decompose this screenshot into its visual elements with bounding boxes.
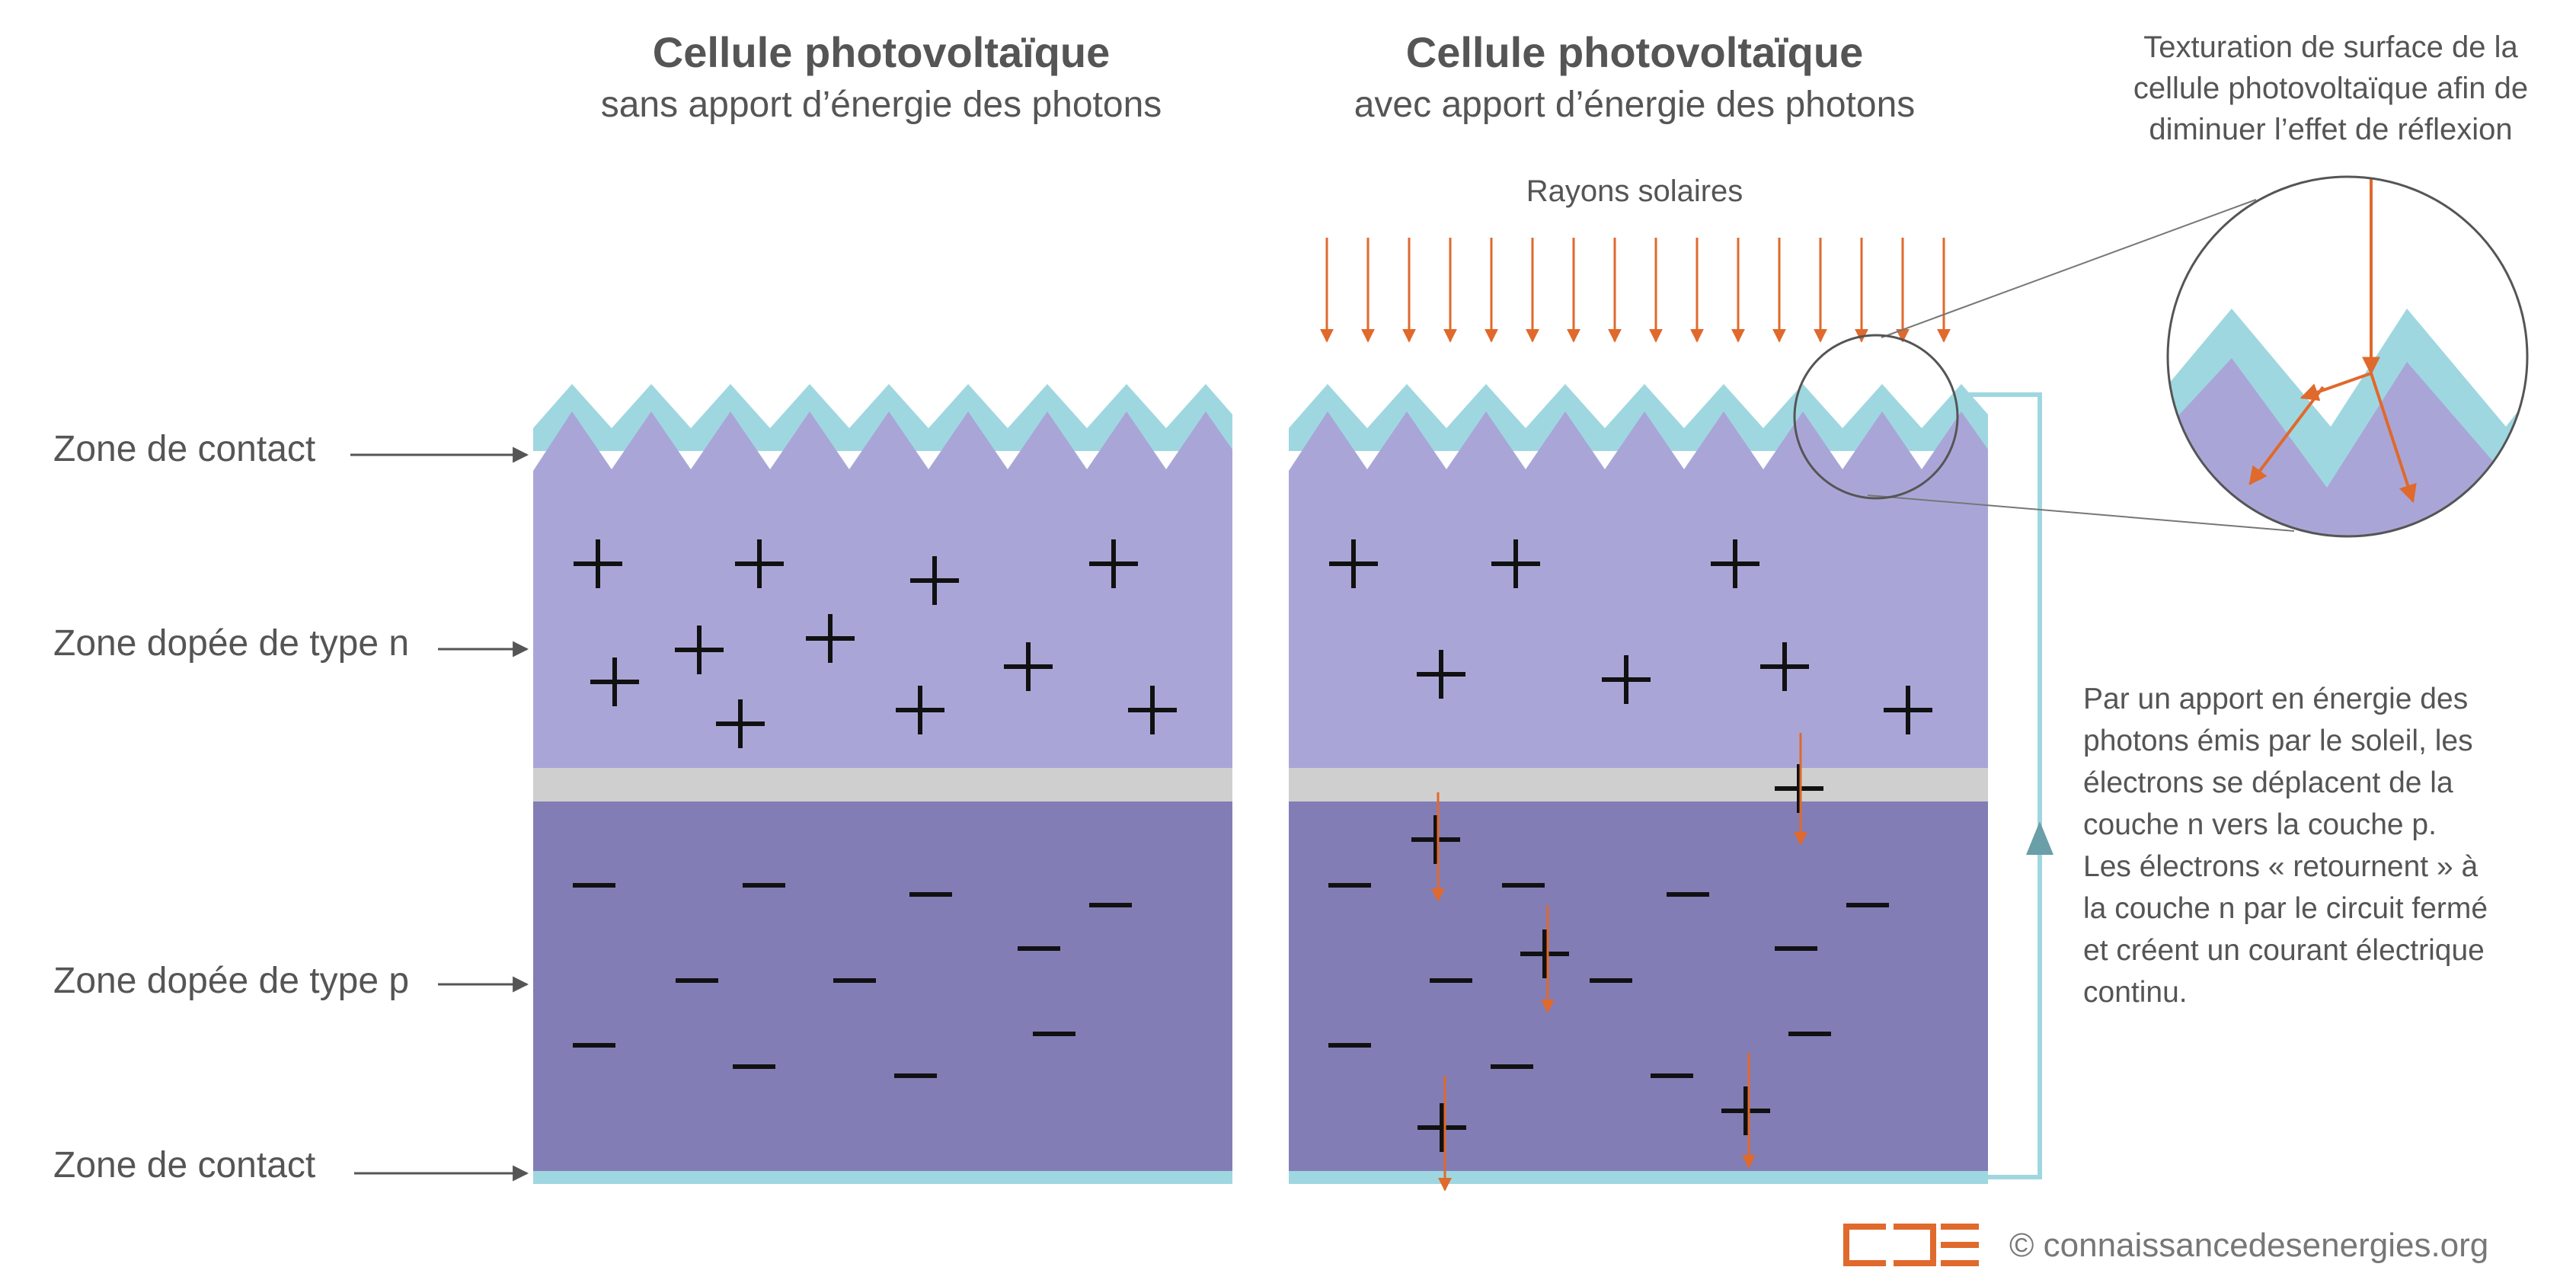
zone-pointers [350, 446, 529, 1182]
circuit-direction-arrow [2026, 821, 2053, 855]
right-p-layer [1289, 801, 1988, 1171]
right-cell-title: Cellule photovoltaïque [1405, 28, 1864, 76]
right-cell [1289, 384, 1988, 1184]
explanation-line: photons émis par le soleil, les [2083, 725, 2473, 757]
left-contact-bottom-layer [533, 1171, 1232, 1184]
magnifier [1793, 175, 2529, 538]
left-n-layer [533, 411, 1232, 768]
explanation-line: couche n vers la couche p. [2083, 808, 2437, 841]
left-cell-subtitle: sans apport d’énergie des photons [600, 85, 1162, 125]
label-p-type: Zone dopée de type p [53, 961, 410, 1001]
positive-charge [590, 657, 639, 706]
positive-charge [1128, 686, 1177, 734]
positive-charge [574, 539, 622, 588]
positive-charge [1411, 815, 1460, 864]
positive-charge [675, 626, 724, 674]
logo-mark [1843, 1224, 1979, 1266]
explanation-line: électrons se déplacent de la [2083, 766, 2453, 799]
label-contact-bottom: Zone de contact [53, 1145, 316, 1185]
positive-charge [1417, 650, 1465, 699]
right-junction-layer [1289, 768, 1988, 801]
magnifier-lens [2166, 175, 2529, 538]
left-p-layer [533, 801, 1232, 1171]
explanation-line: la couche n par le circuit fermé [2083, 892, 2488, 925]
explanation-line: et créent un courant électrique [2083, 934, 2485, 967]
positive-charge [1520, 929, 1569, 978]
positive-charge [1775, 764, 1823, 813]
label-contact-top: Zone de contact [53, 429, 316, 469]
sun-rays [1320, 238, 1951, 343]
sun-rays-label: Rayons solaires [1526, 174, 1743, 208]
right-contact-bottom-layer [1289, 1171, 1988, 1184]
magnifier-source-circle [1793, 334, 1959, 500]
positive-charge [1329, 539, 1378, 588]
explanation-line: continu. [2083, 976, 2188, 1009]
positive-charge [1602, 655, 1651, 704]
electron-movement-arrows [1431, 733, 1807, 1192]
right-n-layer [1289, 411, 1988, 768]
positive-charge [896, 686, 944, 734]
label-n-type: Zone dopée de type n [53, 623, 410, 664]
left-cell [533, 384, 1232, 1184]
positive-charge [1711, 539, 1759, 588]
magnifier-leader-top [1881, 199, 2257, 338]
explanation-line: Les électrons « retournent » à [2083, 850, 2479, 883]
positive-charge [1491, 539, 1540, 588]
left-cell-title: Cellule photovoltaïque [652, 28, 1111, 76]
texturation-callout-line-2: cellule photovoltaïque afin de [2133, 72, 2529, 105]
texturation-callout-line-3: diminuer l’effet de réflexion [2149, 113, 2513, 146]
positive-charge [1760, 642, 1809, 691]
positive-charge [910, 556, 959, 605]
positive-charge [806, 614, 855, 663]
positive-charge [716, 699, 765, 748]
charge-carriers [573, 539, 1932, 1152]
positive-charge [1884, 686, 1932, 734]
explanation-paragraph: Par un apport en énergie des photons émi… [2083, 678, 2576, 1013]
explanation-line: Par un apport en énergie des [2083, 683, 2469, 715]
positive-charge [1004, 642, 1053, 691]
positive-charge [1417, 1103, 1466, 1152]
credit-text: © connaissancedesenergies.org [2009, 1227, 2489, 1264]
positive-charge [1089, 539, 1138, 588]
external-circuit-wire [1954, 392, 2042, 1179]
magnifier-leader-bottom [1867, 494, 2295, 532]
left-junction-layer [533, 768, 1232, 801]
texturation-callout-line-1: Texturation de surface de la [2143, 30, 2518, 64]
positive-charge [735, 539, 784, 588]
right-cell-subtitle: avec apport d’énergie des photons [1354, 85, 1916, 125]
positive-charge [1721, 1086, 1770, 1135]
